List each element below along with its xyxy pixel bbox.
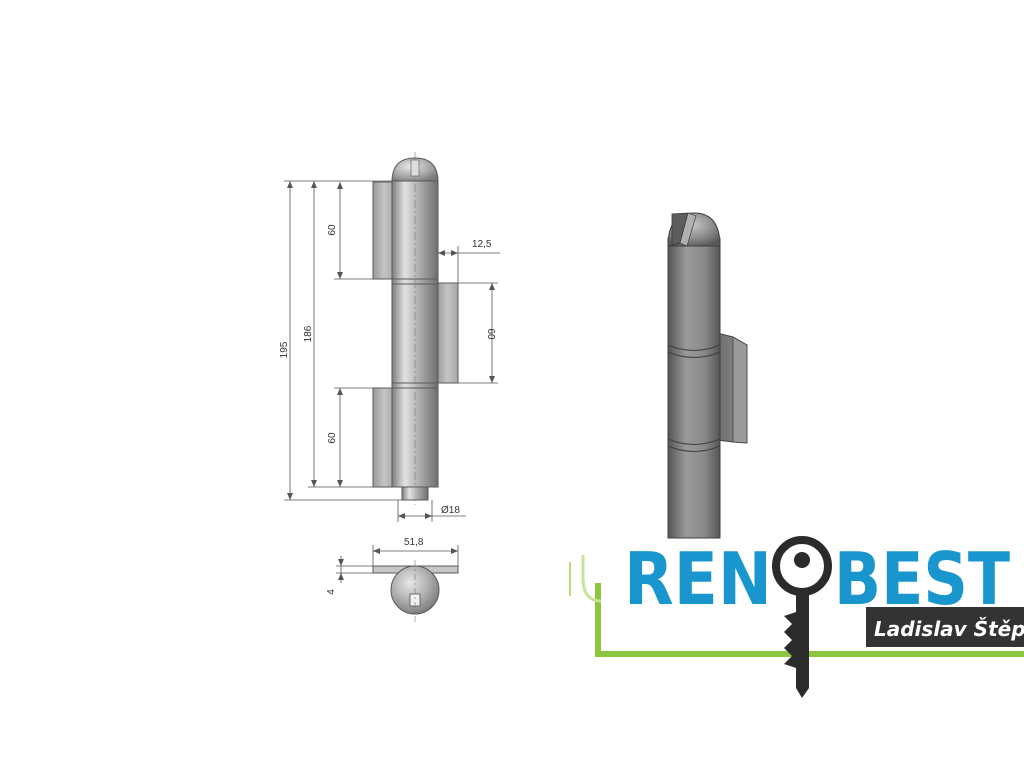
logo-frame [595,583,1024,657]
owner-name: Ladislav Štěpán [874,617,1024,641]
front-view-dimensions: 195 186 60 60 60 12,5 [279,180,500,522]
hinge-top-view: 51,8 4 [326,537,459,622]
dim-diameter: Ø18 [441,505,460,516]
hinge-leaf-middle [436,282,459,384]
owner-badge [866,607,1024,647]
key-icon [772,536,832,698]
dim-body-length: 186 [303,325,314,342]
dim-leaf-bottom: 60 [327,432,338,444]
dim-leaf-middle: 60 [485,328,496,340]
dim-total-length: 195 [279,341,290,358]
hinge-pin [401,486,429,501]
dim-width: 51,8 [404,537,424,548]
hinge-3d-view [667,212,748,539]
hinge-3d-barrel [667,237,721,539]
dim-leaf-top: 60 [327,224,338,236]
dim-offset: 12,5 [472,239,492,250]
logo-brand-left: REN [624,537,772,621]
dim-thickness: 4 [326,589,337,595]
renobest-logo: REN BEST Ladislav Štěpán [569,536,1024,698]
hinge-front-view [372,152,459,505]
